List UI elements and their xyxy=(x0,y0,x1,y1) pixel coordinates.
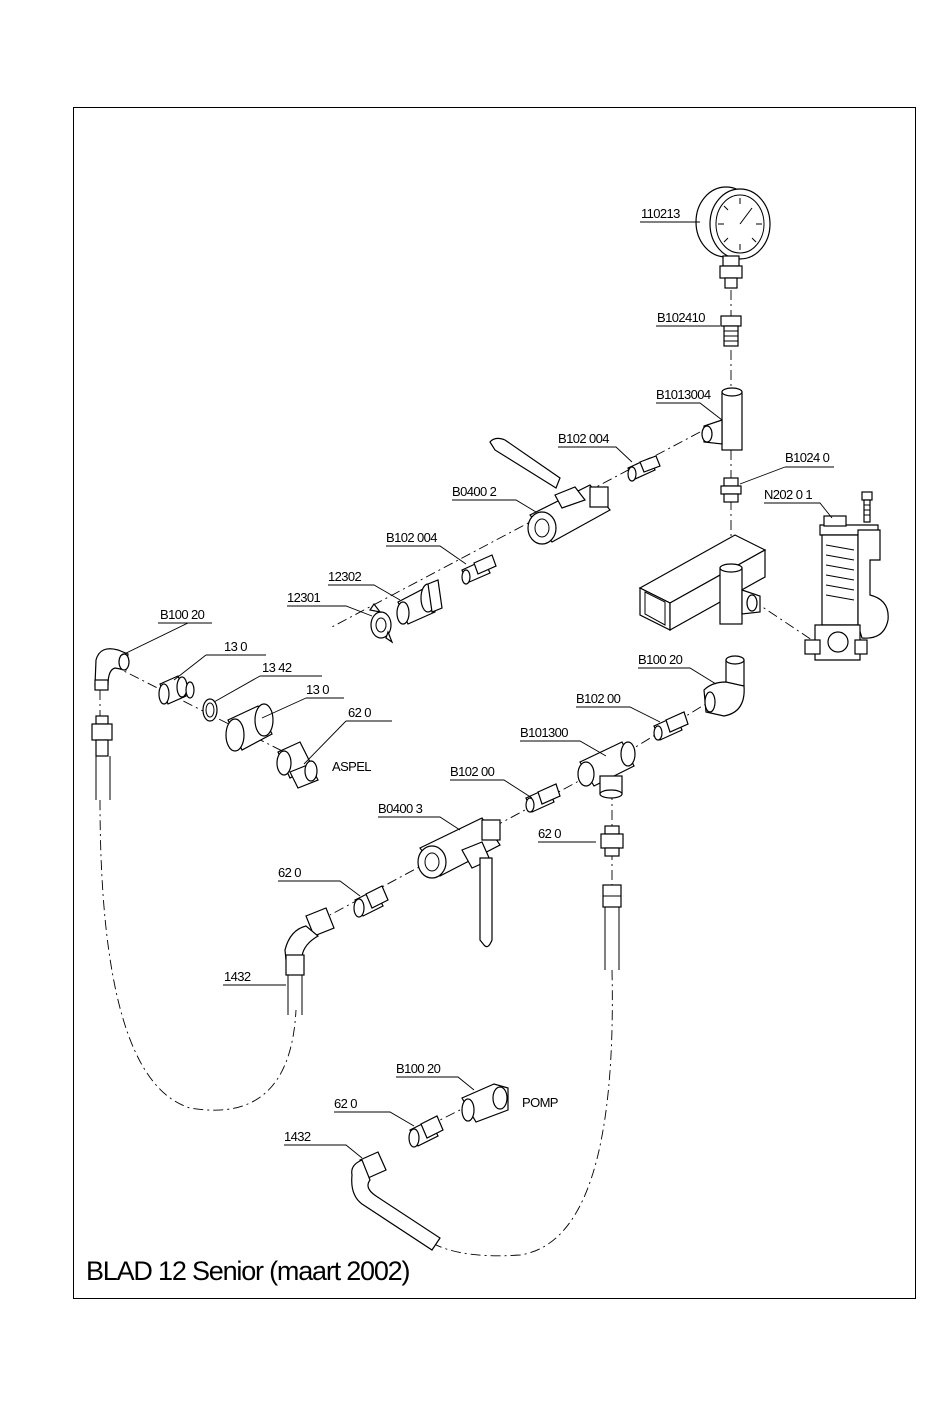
label-lower-nipple-1: B102 00 xyxy=(576,691,621,706)
label-lower-tee: B101300 xyxy=(520,725,568,740)
label-vertical-nipple: B1024 0 xyxy=(785,450,830,465)
label-valve-adapter: 62 0 xyxy=(278,865,301,880)
washer-icon xyxy=(203,699,217,721)
gauge-nipple-icon xyxy=(721,316,741,346)
ball-valve-upper-icon xyxy=(490,438,610,544)
label-adapter-aspel: 62 0 xyxy=(348,705,371,720)
label-hose-2: 1432 xyxy=(284,1129,311,1144)
label-elbow-left: B100 20 xyxy=(160,607,205,622)
label-tee-adapter: 62 0 xyxy=(538,826,561,841)
upper-nipple-2-icon xyxy=(462,555,496,584)
wing-nut-icon xyxy=(370,604,392,642)
label-gauge-nipple: B102410 xyxy=(657,310,705,325)
lower-nipple-1-icon xyxy=(654,712,688,740)
label-pump-adapter: 62 0 xyxy=(334,1096,357,1111)
valve-adapter-icon xyxy=(354,886,388,917)
label-pump-note: POMP xyxy=(522,1095,558,1110)
hose-right-icon xyxy=(603,885,621,970)
vertical-nipple-icon xyxy=(721,478,741,502)
square-tube-bracket-icon xyxy=(640,535,765,630)
lower-tee-icon xyxy=(578,742,635,798)
sheet-title: BLAD 12 Senior (maart 2002) xyxy=(86,1256,409,1287)
label-coupling-1: 13 0 xyxy=(224,639,247,654)
coupling-2-icon xyxy=(226,704,273,751)
label-upper-nipple-2: B102 004 xyxy=(386,530,437,545)
tee-adapter-icon xyxy=(601,826,623,856)
hose-left-icon xyxy=(92,716,112,800)
label-safety-valve: N202 0 1 xyxy=(764,487,812,502)
label-top-tee: B1013004 xyxy=(656,387,711,402)
elbow-right-icon xyxy=(704,656,744,716)
label-lower-nipple-2: B102 00 xyxy=(450,764,495,779)
pump-adapter-icon xyxy=(409,1116,443,1147)
elbow-pump-icon xyxy=(462,1084,508,1122)
label-ball-valve-lower: B0400 3 xyxy=(378,801,423,816)
pressure-gauge-icon xyxy=(696,187,770,288)
label-ball-valve-upper: B0400 2 xyxy=(452,484,497,499)
label-upper-nipple-1: B102 004 xyxy=(558,431,609,446)
label-aspel-note: ASPEL xyxy=(332,759,371,774)
label-coupling-2: 13 0 xyxy=(306,682,329,697)
ball-valve-lower-icon xyxy=(418,818,500,947)
label-hose-tail: 12302 xyxy=(328,569,362,584)
lower-nipple-2-icon xyxy=(526,784,560,812)
label-elbow-right: B100 20 xyxy=(638,652,683,667)
hose-1-icon xyxy=(285,908,334,1015)
label-gauge: 110213 xyxy=(641,206,680,221)
label-washer: 13 42 xyxy=(262,660,292,675)
label-wing-nut: 12301 xyxy=(287,590,321,605)
adapter-aspel-icon xyxy=(277,742,318,788)
upper-nipple-1-icon xyxy=(628,456,660,481)
hose-2-icon xyxy=(352,1152,440,1250)
coupling-1-icon xyxy=(159,676,194,704)
label-hose-1: 1432 xyxy=(224,969,251,984)
label-elbow-pump: B100 20 xyxy=(396,1061,441,1076)
safety-valve-icon xyxy=(805,492,888,660)
hose-tail-icon xyxy=(397,580,442,624)
elbow-left-icon xyxy=(95,649,129,690)
